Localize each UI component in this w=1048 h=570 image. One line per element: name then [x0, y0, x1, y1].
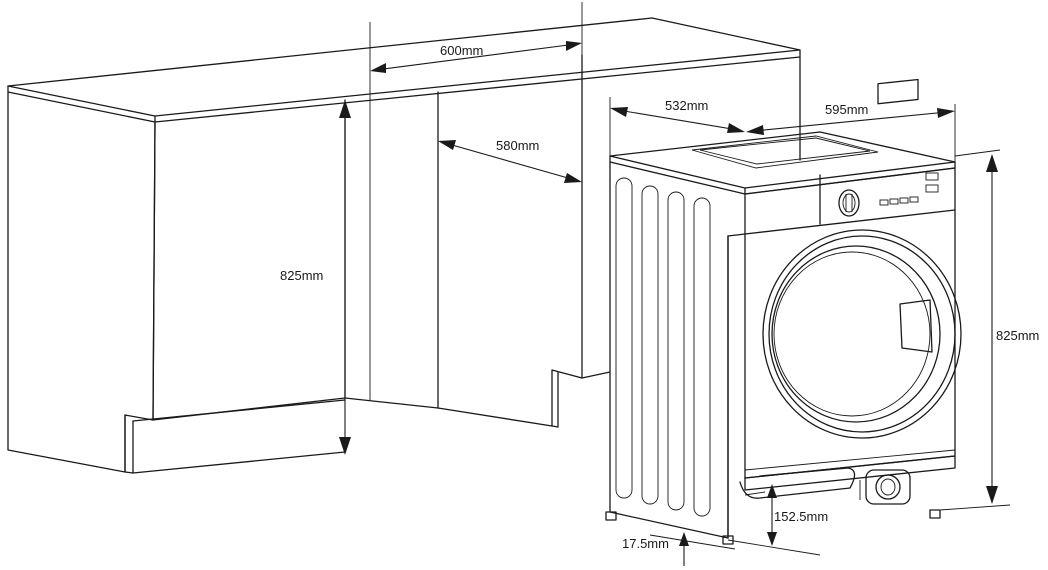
dimension-machine-height: 825mm: [996, 328, 1039, 343]
door: [762, 229, 962, 439]
dimension-machine-width: 595mm: [825, 102, 868, 117]
dimension-lines: 600mm 580mm 825mm 532mm 595mm 825mm 152.…: [280, 2, 1039, 566]
dimension-plinth-depth: 152.5mm: [774, 509, 828, 524]
cabinet-drawing: [7, 17, 801, 474]
dimension-machine-depth: 532mm: [665, 98, 708, 113]
dimension-cabinet-width: 600mm: [440, 43, 483, 58]
control-panel: [744, 209, 956, 235]
feet: [605, 509, 941, 545]
dimension-cabinet-depth: 580mm: [496, 138, 539, 153]
dimension-foot-height: 17.5mm: [622, 536, 669, 551]
display: [877, 78, 919, 105]
left-cabinet-panel: [7, 91, 156, 473]
dimension-cabinet-height: 825mm: [280, 268, 323, 283]
program-knob: [838, 189, 860, 217]
side-ribs: [615, 177, 711, 517]
washing-machine-drawing: [605, 78, 1011, 556]
plinth-left: [124, 414, 134, 474]
machine-top: [609, 131, 956, 189]
control-buttons: [879, 172, 939, 206]
worktop-front-edge: [7, 85, 156, 123]
kick-panel: [739, 449, 956, 505]
